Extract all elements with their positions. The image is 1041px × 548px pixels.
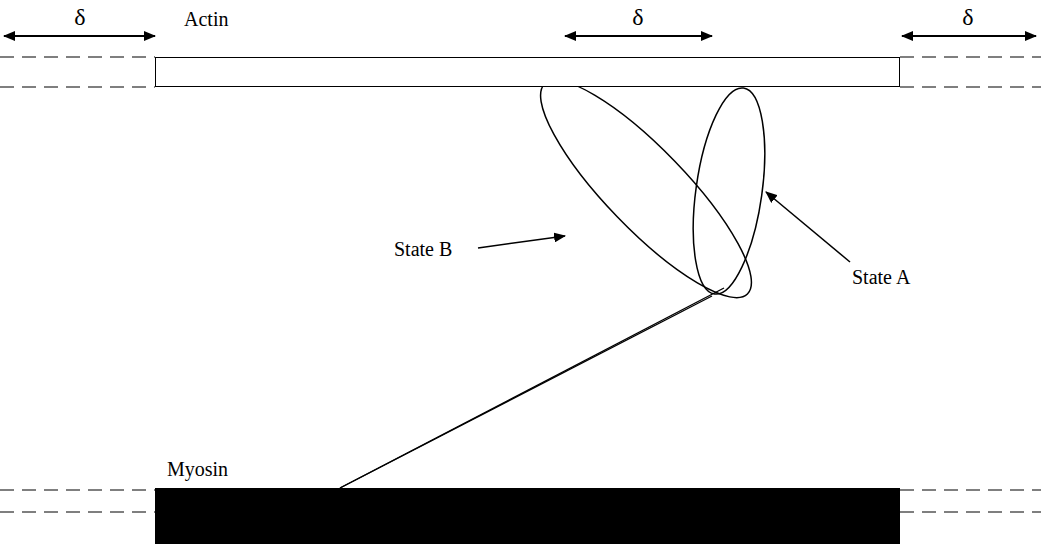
state-label: State A: [852, 266, 910, 288]
displacement-arrows: [4, 35, 1036, 37]
filament-label: Actin: [184, 8, 228, 30]
displacement-symbol: δ: [962, 4, 973, 30]
leader-arrows: [478, 192, 850, 262]
myosin-head: [516, 56, 776, 322]
filament-continuation: [0, 57, 1041, 512]
displacement-symbol: δ: [632, 4, 643, 30]
displacement-symbol: δ: [74, 4, 85, 30]
lever-arm: [340, 288, 724, 488]
myosin-filament: Myosin: [155, 488, 900, 544]
state-label: State B: [394, 238, 452, 260]
filament-label: Myosin: [167, 458, 228, 480]
actin-filament: Actin: [155, 57, 900, 87]
